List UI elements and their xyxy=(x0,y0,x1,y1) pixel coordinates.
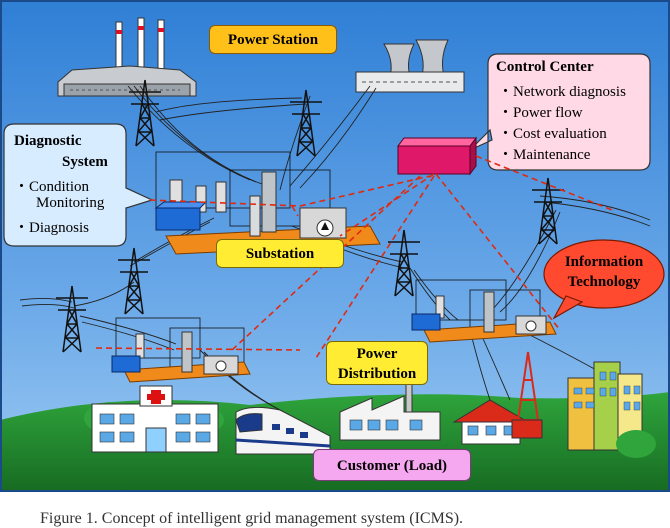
information-technology-bubble xyxy=(543,239,665,320)
substation-small-icon xyxy=(411,279,557,343)
power-station-plant-icon xyxy=(57,17,197,97)
control-center-item: ・Network diagnosis xyxy=(498,84,626,100)
diagnostic-system-title-line2: System xyxy=(62,154,108,170)
house-icon xyxy=(452,399,530,445)
factory-icon xyxy=(339,383,441,441)
radio-tower-icon xyxy=(511,351,543,439)
cooling-tower-icon xyxy=(355,39,465,93)
control-center-box-icon xyxy=(397,136,477,176)
power-station-label: Power Station xyxy=(209,25,337,54)
diagram-canvas xyxy=(0,0,670,492)
diagram-panel: Power Station Substation Power Distribut… xyxy=(0,0,670,492)
control-center-item: ・Maintenance xyxy=(498,147,591,163)
diagnostic-system-bubble xyxy=(3,123,154,247)
hospital-icon xyxy=(84,385,224,453)
control-center-title: Control Center xyxy=(496,59,594,75)
control-center-bubble xyxy=(469,53,651,171)
information-technology-line2: Technology xyxy=(567,274,641,290)
office-buildings-icon xyxy=(567,361,656,458)
train-icon xyxy=(235,406,331,455)
diagnostic-item: ・Diagnosis xyxy=(14,220,90,236)
control-center-item: ・Power flow xyxy=(498,105,583,121)
diagnostic-item: ・Condition xyxy=(14,179,90,195)
customer-load-label: Customer (Load) xyxy=(313,449,471,481)
control-center-item: ・Cost evaluation xyxy=(498,126,607,142)
power-distribution-line2: Distribution xyxy=(337,366,417,382)
power-distribution-label: Power Distribution xyxy=(326,341,428,385)
diagnostic-item: Monitoring xyxy=(36,195,105,211)
information-technology-line1: Information xyxy=(564,254,644,270)
network-links xyxy=(95,155,613,359)
diagnostic-system-title-line1: Diagnostic xyxy=(14,133,82,149)
power-distribution-line1: Power xyxy=(356,346,398,362)
substation-small-icon xyxy=(111,317,251,383)
information-technology-label: Information Technology xyxy=(544,252,664,292)
figure-caption: Figure 1. Concept of intelligent grid ma… xyxy=(40,510,464,527)
substation-label: Substation xyxy=(216,239,344,268)
